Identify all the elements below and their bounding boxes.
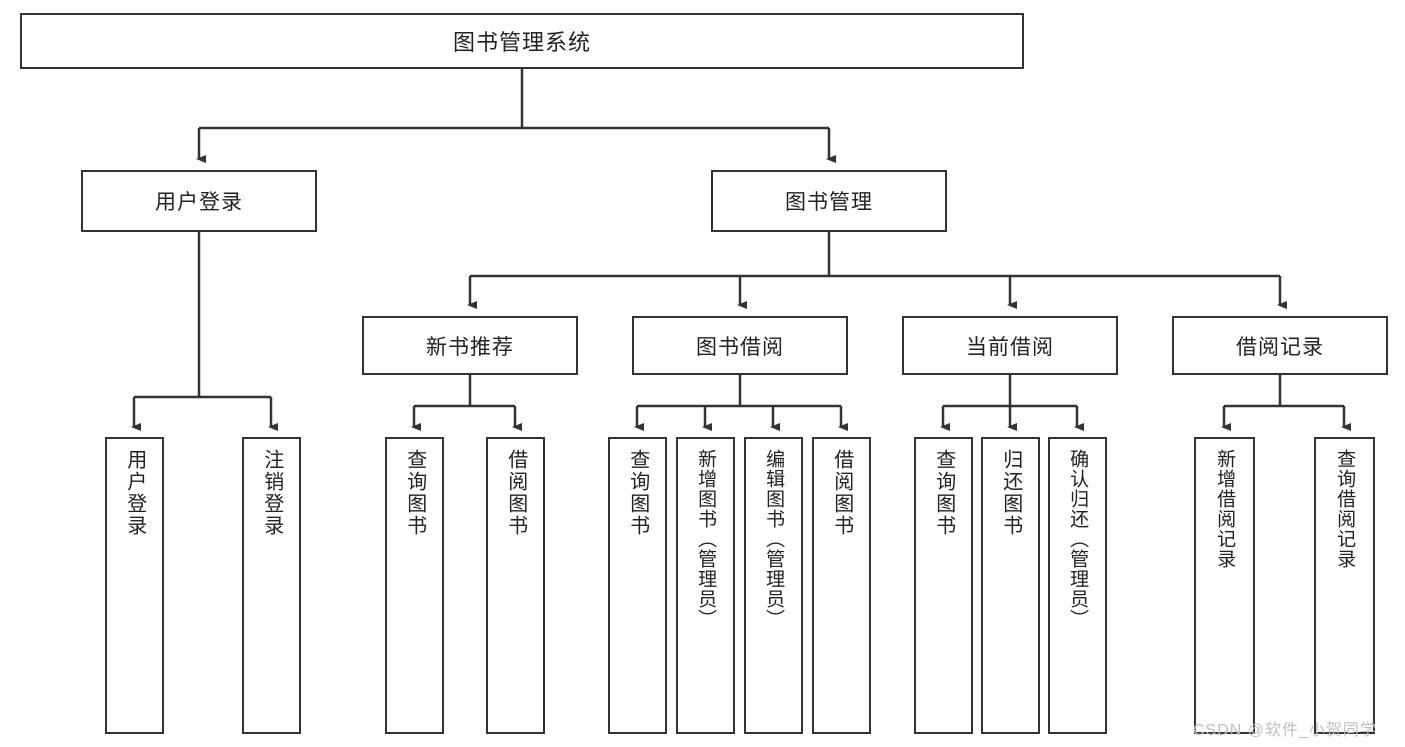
node-label: 借阅记录 [1236, 335, 1324, 359]
node-label: 当前借阅 [966, 335, 1054, 359]
leaf-label: 编辑图书（管理员） [763, 449, 785, 629]
watermark: CSDN @软件_小贺同学 [1193, 722, 1377, 739]
leaf-label: 注销登录 [260, 449, 283, 537]
leaf-add-borrow-record[interactable]: 新增借阅记录 [1194, 437, 1255, 734]
leaf-query-book-1[interactable]: 查询图书 [385, 437, 444, 734]
node-root-label: 图书管理系统 [452, 30, 591, 55]
leaf-label: 查询图书 [626, 449, 649, 537]
leaf-return-book[interactable]: 归还图书 [981, 437, 1040, 734]
leaf-logout[interactable]: 注销登录 [242, 437, 301, 734]
leaf-query-book-2[interactable]: 查询图书 [608, 437, 667, 734]
node-book-borrow[interactable]: 图书借阅 [632, 316, 848, 375]
node-current-borrow[interactable]: 当前借阅 [902, 316, 1118, 375]
leaf-label: 确认归还（管理员） [1067, 449, 1089, 629]
node-new-book-recommend[interactable]: 新书推荐 [362, 316, 578, 375]
node-label: 图书借阅 [696, 335, 784, 359]
leaf-edit-book-admin[interactable]: 编辑图书（管理员） [744, 437, 803, 734]
leaf-add-book-admin[interactable]: 新增图书（管理员） [676, 437, 735, 734]
node-label: 图书管理 [785, 191, 873, 214]
leaf-user-login[interactable]: 用户登录 [105, 437, 164, 734]
node-label: 新书推荐 [426, 335, 514, 359]
leaf-query-book-3[interactable]: 查询图书 [914, 437, 973, 734]
node-root[interactable]: 图书管理系统 [20, 13, 1024, 69]
leaf-query-borrow-record[interactable]: 查询借阅记录 [1314, 437, 1375, 734]
leaf-label: 借阅图书 [504, 449, 527, 537]
node-user-login[interactable]: 用户登录 [81, 170, 317, 232]
leaf-label: 归还图书 [999, 449, 1022, 537]
leaf-label: 新增图书（管理员） [695, 449, 717, 629]
leaf-label: 用户登录 [123, 449, 146, 537]
leaf-label: 查询图书 [403, 449, 426, 537]
leaf-borrow-book-1[interactable]: 借阅图书 [486, 437, 545, 734]
node-book-management[interactable]: 图书管理 [711, 170, 947, 232]
leaf-label: 新增借阅记录 [1214, 449, 1236, 569]
leaf-label: 查询图书 [932, 449, 955, 537]
leaf-borrow-book-2[interactable]: 借阅图书 [812, 437, 871, 734]
node-label: 用户登录 [155, 191, 243, 214]
leaf-label: 查询借阅记录 [1334, 449, 1356, 569]
leaf-label: 借阅图书 [830, 449, 853, 537]
node-borrow-record[interactable]: 借阅记录 [1172, 316, 1388, 375]
leaf-confirm-return-admin[interactable]: 确认归还（管理员） [1048, 437, 1107, 734]
